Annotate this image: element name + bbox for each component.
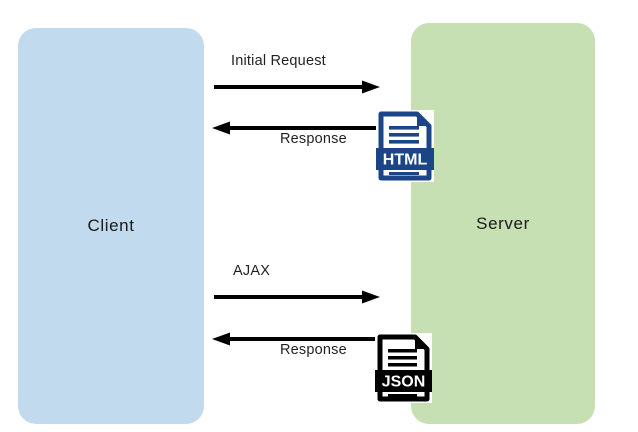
server-lane-label: Server [476,213,530,233]
initial-request-label: Initial Request [231,53,326,69]
ajax-request-arrow [214,290,380,304]
server-lane: Server [411,23,595,424]
json-response-arrow [212,332,378,346]
html-response-label: Response [280,131,347,147]
client-lane: Client [18,28,204,424]
html-file-icon-text: HTML [383,152,428,169]
initial-request-arrow [214,80,380,94]
client-lane-label: Client [87,216,135,235]
json-file-icon: JSON [375,333,432,403]
html-file-icon: HTML [376,110,434,182]
json-response-label: Response [280,342,347,358]
json-file-icon-text: JSON [382,374,426,391]
html-response-arrow [212,121,378,135]
ajax-request-label: AJAX [233,263,271,279]
